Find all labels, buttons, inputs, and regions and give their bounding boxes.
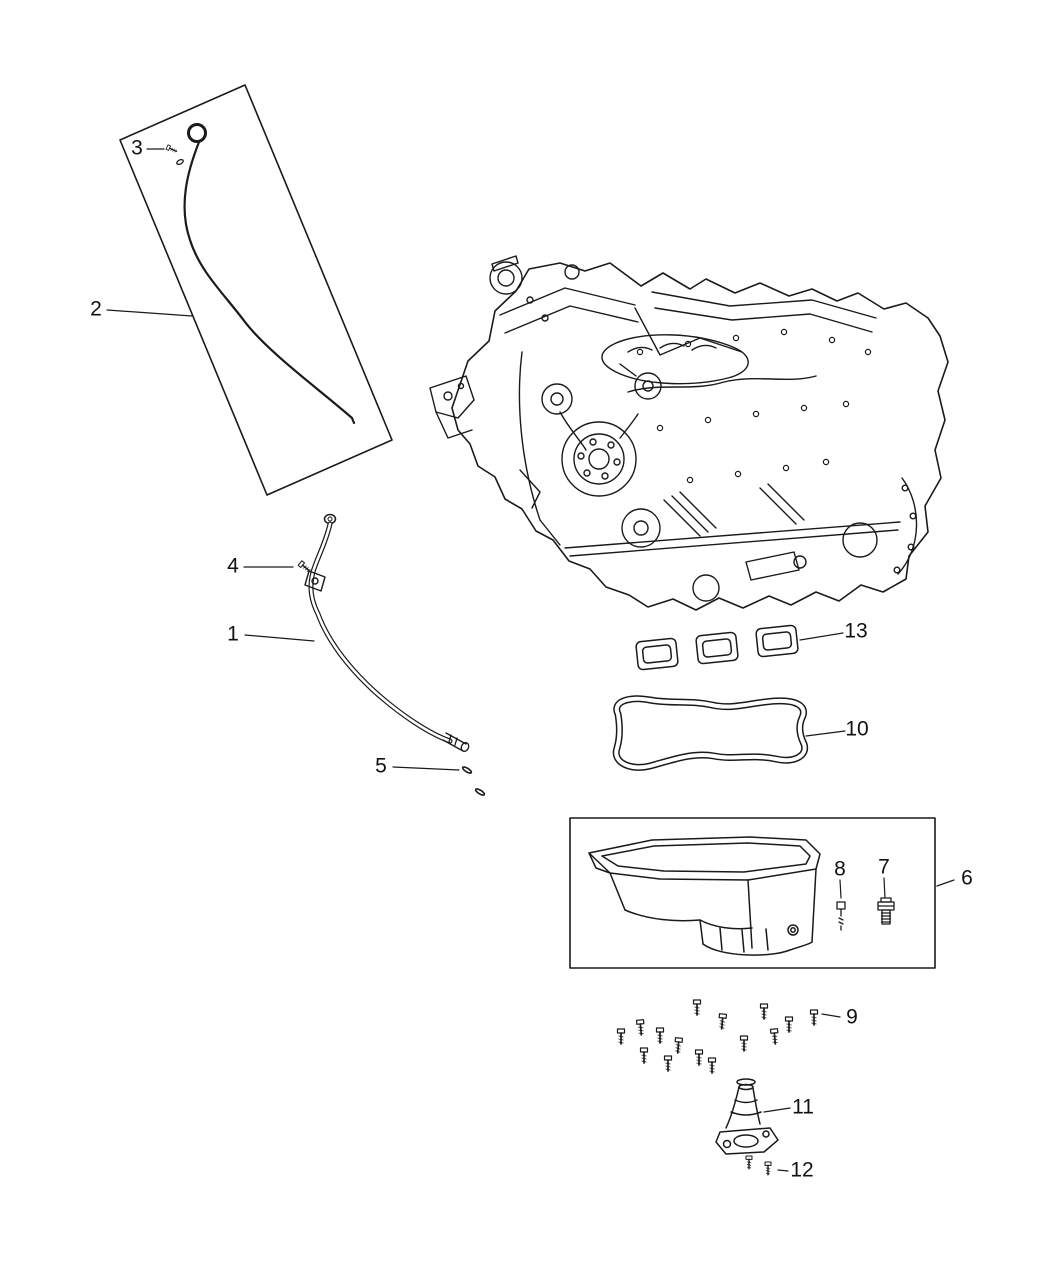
callout-3: 3: [131, 136, 143, 160]
callout-4: 4: [227, 554, 239, 578]
oil-pan-detail-box: [569, 817, 936, 969]
leader-line-9: [821, 1013, 841, 1018]
callout-6: 6: [961, 866, 973, 890]
leader-line-8: [839, 879, 842, 899]
tube-orings: [461, 766, 486, 796]
leader-lines: [106, 148, 955, 1172]
callout-2: 2: [90, 297, 102, 321]
pickup-bolts: [745, 1155, 772, 1176]
callout-7: 7: [878, 855, 890, 879]
oil-dipstick: [183, 123, 356, 425]
callout-13: 13: [844, 619, 868, 643]
dipstick-detail-box: [119, 84, 393, 496]
oil-dipstick-tube: [308, 513, 470, 752]
engine-assembly: [429, 255, 949, 611]
oil-pickup-tube: [715, 1078, 779, 1155]
tube-bracket: [304, 570, 326, 592]
callout-1: 1: [227, 622, 239, 646]
callout-10: 10: [845, 717, 869, 741]
leader-line-10: [805, 730, 846, 737]
callout-8: 8: [834, 857, 846, 881]
callout-9: 9: [846, 1005, 858, 1029]
leader-line-2: [106, 309, 193, 317]
leader-line-5: [392, 766, 460, 771]
leader-line-6: [936, 879, 955, 887]
oil-pan-gasket: [612, 695, 809, 771]
leader-line-1: [244, 634, 315, 642]
oil-pan: [588, 836, 821, 956]
callout-12: 12: [790, 1158, 814, 1182]
pan-sensor-stud: [836, 901, 846, 931]
drain-plug: [877, 897, 895, 925]
callout-5: 5: [375, 754, 387, 778]
tube-bolt: [297, 559, 313, 575]
pan-bolts: [616, 999, 819, 1074]
leader-line-13: [799, 632, 844, 641]
leader-line-11: [763, 1107, 791, 1113]
leader-line-7: [883, 877, 886, 899]
callout-11: 11: [792, 1095, 814, 1119]
dipstick-grommet-screw: [165, 144, 184, 166]
gasket-spacers: [635, 624, 799, 671]
leader-line-12: [777, 1169, 789, 1172]
